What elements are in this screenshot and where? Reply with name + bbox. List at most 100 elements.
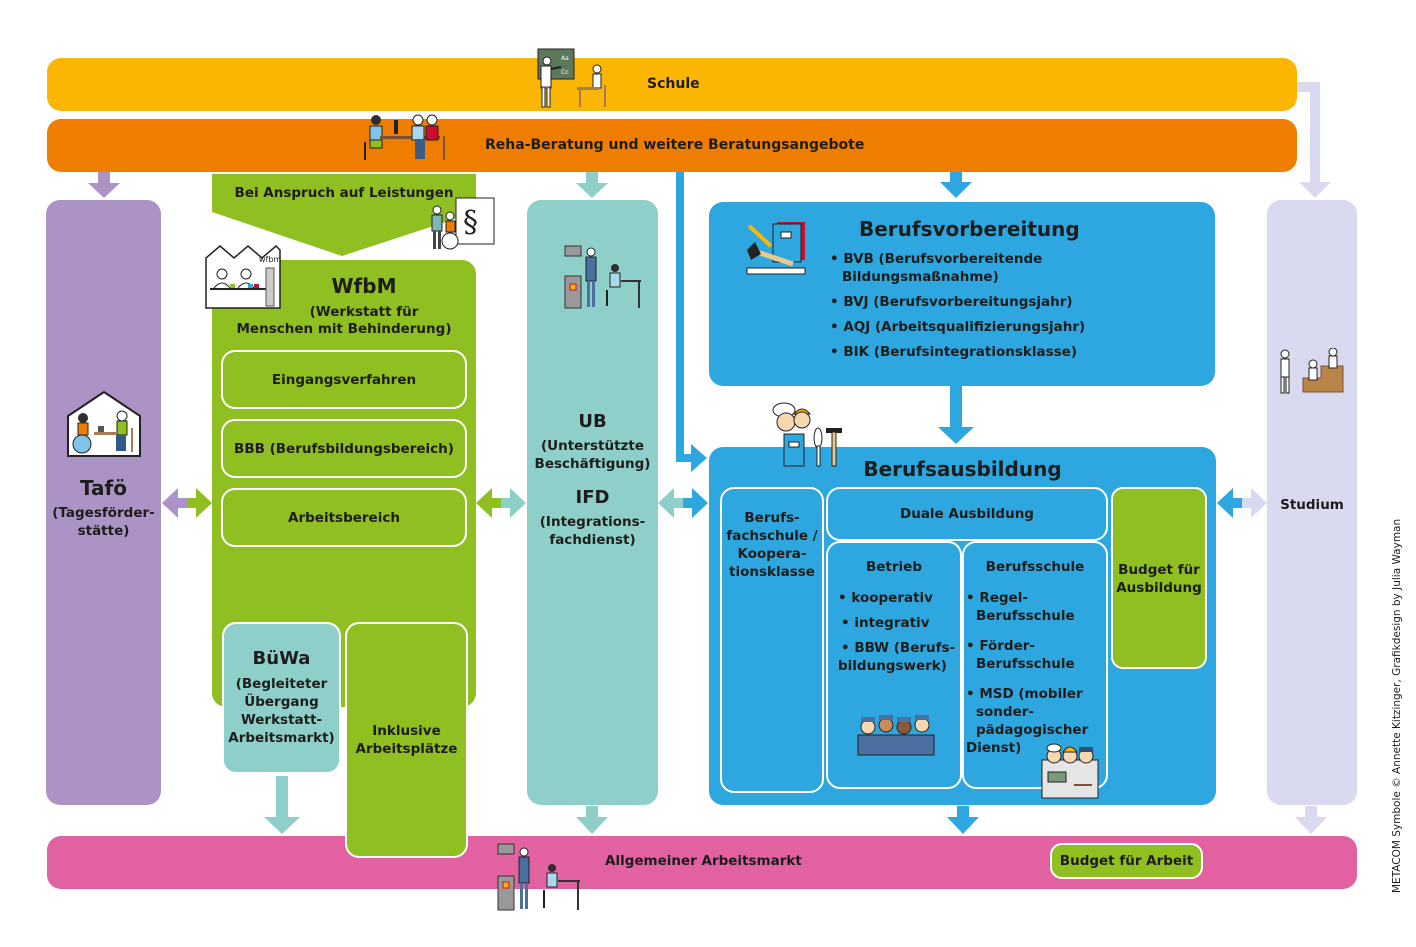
box-budget-ausbildung[interactable]: Budget für Ausbildung xyxy=(1111,487,1207,669)
wfbm-bbb[interactable]: BBB (Berufsbildungsbereich) xyxy=(221,419,467,478)
berufsschule-regel-line1: • Regel- xyxy=(966,590,1028,606)
arrow-ub-berufsausbildung xyxy=(658,488,708,518)
anspruch-label: Bei Anspruch auf Leistungen xyxy=(234,185,454,201)
arrow-berufsausbildung-studium xyxy=(1217,488,1267,518)
svg-text:Aa: Aa xyxy=(561,55,569,62)
tafoe-subtitle-line2: stätte) xyxy=(77,523,130,539)
teacher-student-icon: Aa Cc xyxy=(537,48,606,108)
arrow-schule-to-studium xyxy=(1296,82,1331,198)
buewa-line2: Übergang xyxy=(244,694,319,710)
berufsschule-msd-line2: sonder- xyxy=(976,704,1035,720)
ub-title: UB xyxy=(578,411,607,432)
list-item: • BIK (Berufsintegrationsklasse) xyxy=(830,344,1077,360)
box-inklusive-arbeitsplaetze[interactable]: Inklusive Arbeitsplätze xyxy=(345,622,468,858)
berufsvorbereitung-title: Berufsvorbereitung xyxy=(859,217,1080,241)
svg-text:wfbm: wfbm xyxy=(259,255,281,264)
fachschule-line4: tionsklasse xyxy=(729,564,815,580)
box-betrieb[interactable]: Betrieb • kooperativ • integrativ • BBW … xyxy=(826,541,962,789)
duale-label: Duale Ausbildung xyxy=(900,506,1034,522)
lecture-hall-icon xyxy=(1280,348,1344,394)
betrieb-title: Betrieb xyxy=(865,559,922,575)
arrow-studium-to-arbeitsmarkt xyxy=(1295,806,1327,834)
wfbm-title: WfbM xyxy=(331,274,397,298)
box-studium[interactable]: Studium xyxy=(1267,200,1357,805)
arrow-reha-to-berufsausbildung xyxy=(676,172,707,472)
day-care-house-icon xyxy=(67,390,141,457)
tafoe-subtitle-line1: (Tagesförder- xyxy=(52,505,155,521)
budget-arbeit-button[interactable]: Budget für Arbeit xyxy=(1050,843,1203,879)
berufsausbildung-title: Berufsausbildung xyxy=(863,457,1062,481)
ub-line1: (Unterstützte xyxy=(540,438,645,454)
betrieb-item-kooperativ: • kooperativ xyxy=(838,590,933,606)
apprentices-icon xyxy=(772,402,842,467)
buewa-line4: Arbeitsmarkt) xyxy=(228,730,335,746)
workshop-icon: wfbm xyxy=(205,244,281,309)
list-item: • BVJ (Berufsvorbereitungsjahr) xyxy=(830,294,1073,310)
wfbm-subtitle-line2: Menschen mit Behinderung) xyxy=(236,321,452,337)
betrieb-item-bbw: • BBW (Berufs- xyxy=(841,640,956,656)
budget-ausbildung-line1: Budget für xyxy=(1118,562,1200,578)
ifd-title: IFD xyxy=(575,487,610,508)
box-buewa[interactable]: BüWa (Begleiteter Übergang Werkstatt- Ar… xyxy=(222,622,341,774)
box-berufsvorbereitung[interactable]: Berufsvorbereitung • BVB (Berufsvorberei… xyxy=(709,202,1215,386)
arrow-buewa-to-arbeitsmarkt xyxy=(264,776,300,834)
betrieb-item-integrativ: • integrativ xyxy=(841,615,930,631)
box-berufsschule[interactable]: Berufsschule • Regel- Berufsschule • För… xyxy=(962,541,1108,789)
box-berufsfachschule[interactable]: Berufs- fachschule / Koopera- tionsklass… xyxy=(720,487,824,793)
tafoe-title: Tafö xyxy=(79,476,127,500)
consultation-icon xyxy=(364,114,445,160)
studium-label: Studium xyxy=(1280,497,1344,513)
berufsschule-msd-line3: pädagogischer xyxy=(976,722,1089,738)
schule-label: Schule xyxy=(647,76,700,92)
budget-arbeit-label: Budget für Arbeit xyxy=(1059,853,1194,869)
buewa-line1: (Begleiteter xyxy=(235,676,328,692)
wfbm-subtitle-line1: (Werkstatt für xyxy=(309,304,419,320)
wfbm-eingangsverfahren[interactable]: Eingangsverfahren xyxy=(221,350,467,409)
arrow-berufsvorbereitung-to-berufsausbildung xyxy=(938,386,974,444)
arrow-reha-to-tafoe xyxy=(88,172,120,198)
supported-employment-icon xyxy=(564,245,641,309)
budget-ausbildung-line2: Ausbildung xyxy=(1116,580,1202,596)
arrow-berufsausbildung-to-arbeitsmarkt xyxy=(947,806,979,834)
box-tafoe[interactable]: Tafö (Tagesförder- stätte) xyxy=(46,200,161,805)
wfbm-arbeitsbereich[interactable]: Arbeitsbereich xyxy=(221,488,467,547)
arbeitsbereich-label: Arbeitsbereich xyxy=(288,509,400,526)
berufsvorbereitung-list: • BVB (Berufsvorbereitende Bildungsmaßna… xyxy=(830,250,1085,368)
fachschule-line1: Berufs- xyxy=(744,510,800,526)
band-schule[interactable]: Schule xyxy=(47,58,1297,111)
inklusive-overlap xyxy=(345,830,468,858)
berufsschule-msd-line1: • MSD (mobiler xyxy=(966,686,1083,702)
fachschule-line3: Koopera- xyxy=(737,546,807,562)
credit-text: METACOM Symbole © Annette Kitzinger, Gra… xyxy=(1391,518,1403,893)
band-reha-beratung[interactable]: Reha-Beratung und weitere Beratungsangeb… xyxy=(47,119,1297,172)
box-berufsausbildung[interactable]: Berufsausbildung Berufs- fachschule / Ko… xyxy=(709,447,1216,805)
arrow-reha-to-berufsvorbereitung xyxy=(940,172,972,198)
buewa-line3: Werkstatt- xyxy=(240,712,323,728)
mobile-service-icon xyxy=(1041,743,1099,799)
box-duale-ausbildung[interactable]: Duale Ausbildung xyxy=(826,487,1108,541)
box-ub-ifd[interactable]: UB (Unterstützte Beschäftigung) IFD (Int… xyxy=(527,200,658,805)
ifd-line1: (Integrations- xyxy=(539,514,646,530)
berufsschule-foerder-line2: Berufsschule xyxy=(976,656,1075,672)
inklusive-line2: Arbeitsplätze xyxy=(355,741,458,757)
berufsschule-regel-line2: Berufsschule xyxy=(976,608,1075,624)
arrow-tafoe-wfbm xyxy=(162,488,212,518)
employment-icon xyxy=(497,843,580,911)
betrieb-item-bbw-cont: bildungswerk) xyxy=(838,658,947,674)
arrow-wfbm-ub xyxy=(476,488,526,518)
bbb-label: BBB (Berufsbildungsbereich) xyxy=(234,440,454,457)
arrow-reha-to-ub xyxy=(576,172,608,198)
ifd-line2: fachdienst) xyxy=(549,532,636,548)
list-item: • BVB (Berufsvorbereitende Bildungsmaßna… xyxy=(830,250,1085,286)
band-allgemeiner-arbeitsmarkt[interactable]: Allgemeiner Arbeitsmarkt Budget für Arbe… xyxy=(47,836,1357,889)
list-item: • AQJ (Arbeitsqualifizierungsjahr) xyxy=(830,319,1086,335)
bvb-line2: Bildungsmaßnahme) xyxy=(842,269,999,285)
berufsschule-msd-line4: Dienst) xyxy=(966,740,1022,756)
berufsschule-foerder-line1: • Förder- xyxy=(966,638,1036,654)
svg-text:§: § xyxy=(463,205,478,240)
bvb-line1: • BVB (Berufsvorbereitende xyxy=(830,251,1043,267)
anspruch-callout xyxy=(212,174,476,256)
arrow-ub-to-arbeitsmarkt xyxy=(576,806,608,834)
svg-text:Cc: Cc xyxy=(561,69,569,76)
